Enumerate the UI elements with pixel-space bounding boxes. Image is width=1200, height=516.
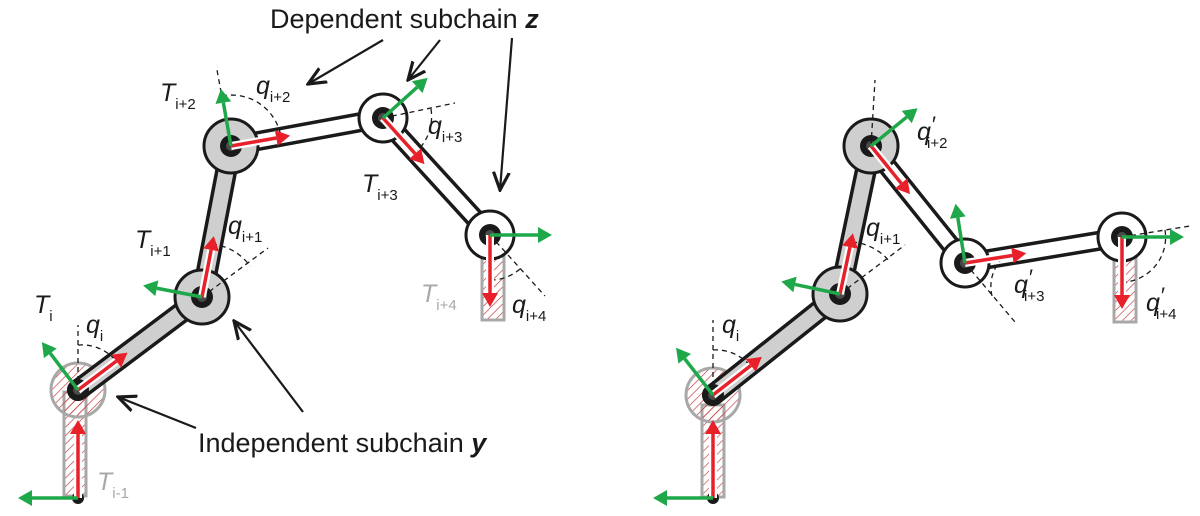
angle-label-qi: qi [86, 311, 103, 345]
right-chain [653, 79, 1191, 506]
angle-label-r-qi+2: q′i+2 [917, 112, 947, 152]
callout-arrows [118, 37, 514, 430]
angle-label-qi+4: qi+4 [512, 291, 546, 325]
angle-label-r-qi+3: q′i+3 [1014, 265, 1044, 305]
frame-r-i+4-y-axis-arrow [1122, 229, 1184, 245]
frame-i+3-x-axis-arrow [380, 115, 425, 165]
frame-i+2-y-axis-arrow [215, 88, 233, 147]
frame-label-i+1: Ti+1 [135, 226, 171, 260]
frame-r-i-x-axis-arrow [710, 356, 762, 399]
frame-i+4-y-axis-arrow [490, 227, 552, 243]
frame-r-i+4-x-axis-arrow [1114, 237, 1130, 309]
frame-i+1-x-axis-arrow [198, 236, 220, 298]
angle-label-r-qi+1: qi+1 [866, 214, 900, 248]
left-chain [18, 69, 552, 506]
dependent-subchain-label: Dependent subchain z [270, 4, 539, 34]
frame-r-i+3-x-axis-arrow [964, 247, 1027, 267]
frame-r-i+2-y-axis-arrow [869, 108, 918, 148]
angle-label-qi+1: qi+1 [228, 212, 262, 246]
frame-r-i-1-y-axis-arrow [653, 490, 713, 506]
frame-i+4-x-axis-arrow [482, 235, 498, 307]
frame-i+2-x-axis-arrow [230, 130, 291, 150]
angle-label-r-qi: qi [722, 311, 739, 345]
frame-r-i+2-x-axis-arrow [867, 143, 911, 195]
independent-subchain-label: Independent subchain y [198, 428, 488, 458]
angle-label-r-qi+4: q′i+4 [1146, 283, 1176, 323]
frame-i+1-y-axis-arrow [143, 280, 203, 299]
frame-r-i-y-axis-arrow [676, 347, 715, 397]
frame-i-1-x-axis-arrow [70, 420, 86, 498]
frame-label-i-1: Ti-1 [97, 468, 129, 502]
angle-label-qi+3: qi+3 [428, 112, 462, 146]
frame-i-y-axis-arrow [41, 342, 80, 392]
frame-r-i+3-y-axis-arrow [949, 203, 967, 264]
frame-i-x-axis-arrow [75, 352, 128, 394]
frame-r-i+1-x-axis-arrow [836, 233, 858, 295]
frame-r-i+1-y-axis-arrow [781, 276, 841, 296]
frame-label-i: Ti [34, 291, 53, 325]
frame-label-i+4: Ti+4 [421, 280, 457, 314]
frame-label-i+3: Ti+3 [362, 170, 398, 204]
left-frame-labels: Ti Ti+1 Ti+2Ti+3Ti+4Ti-1 qi qi+1 qi+2 qi+3 qi+4 [34, 72, 546, 502]
frame-i-1-y-axis-arrow [18, 490, 78, 506]
right-angle-labels: qi qi+1 q′i+2 q′i+3 q′i+4 [722, 112, 1176, 345]
frame-r-i-1-x-axis-arrow [705, 420, 721, 498]
frame-axes-left [18, 77, 552, 506]
angle-label-qi+2: qi+2 [256, 72, 290, 106]
frame-label-i+2: Ti+2 [160, 79, 196, 113]
frame-axes-right [653, 108, 1184, 506]
